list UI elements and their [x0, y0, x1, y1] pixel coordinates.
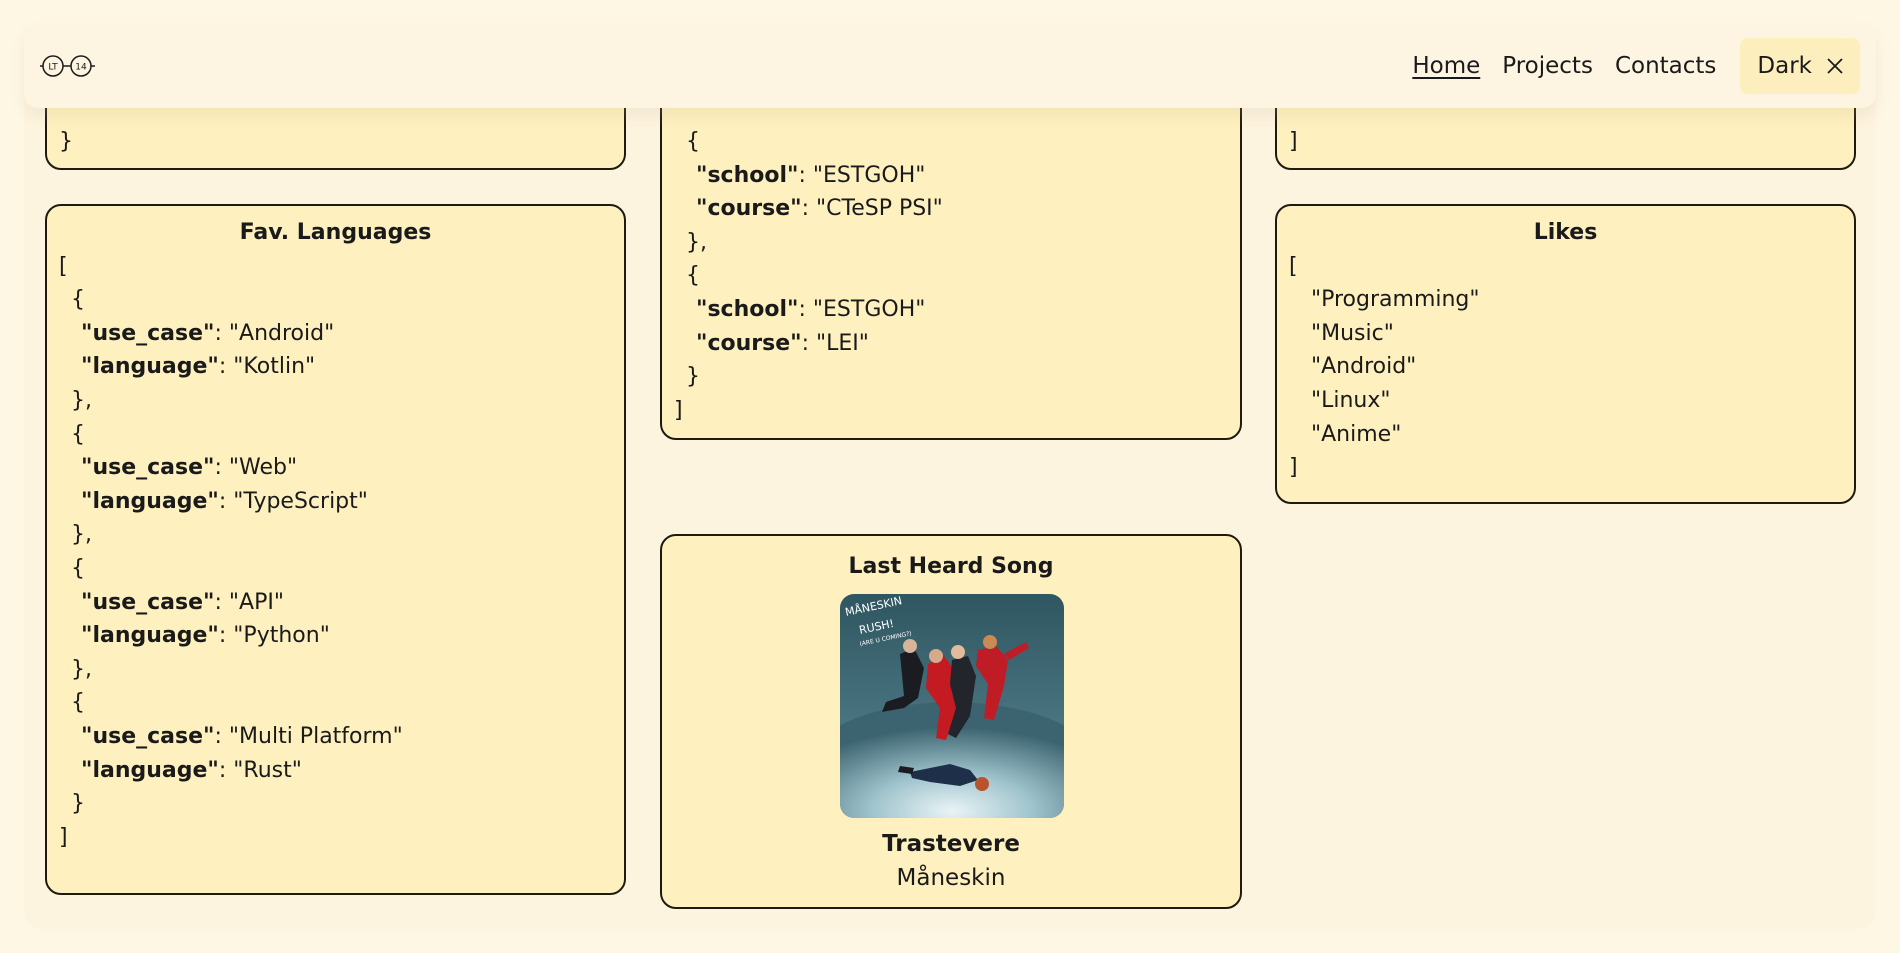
json-value: : "TypeScript" [218, 488, 368, 514]
likes-card: Likes [ "Programming" "Music" "Android" "Lin… [1275, 204, 1856, 504]
site-logo[interactable]: LT 14 [40, 54, 98, 78]
json-entry: "language": "Python" [47, 619, 624, 653]
json-entry: "course": "LEI" [662, 327, 1240, 361]
languages-lines: [{"use_case": "Android""language": "Kotl… [47, 250, 624, 855]
json-entry: "use_case": "Android" [47, 317, 624, 351]
json-line: { [71, 421, 85, 447]
top-right-card-fragment: ] [1289, 129, 1298, 154]
json-line: } [71, 791, 85, 817]
json-line: "Android" [1311, 354, 1417, 380]
json-line: { [686, 129, 700, 154]
json-line: }, [686, 229, 707, 255]
json-entry: "school": "ESTGOH" [662, 293, 1240, 327]
json-line: { [71, 555, 85, 581]
json-entry: "course": "CTeSP PSI" [662, 192, 1240, 226]
song-artist: Måneskin [896, 865, 1006, 891]
json-key: "language" [81, 757, 219, 783]
json-line: [ [1289, 253, 1298, 279]
nav-link-projects[interactable]: Projects [1502, 53, 1593, 79]
json-entry: "language": "Kotlin" [47, 350, 624, 384]
languages-card-title: Fav. Languages [239, 220, 432, 245]
json-key: "language" [81, 623, 219, 649]
logo-text-right: 14 [75, 63, 87, 73]
close-icon [1827, 58, 1843, 74]
theme-toggle-button[interactable]: Dark [1740, 38, 1860, 94]
song-card[interactable]: Last Heard Song MÅNESKIN RU [660, 534, 1242, 909]
json-entry: "use_case": "API" [47, 586, 624, 620]
json-value: : "LEI" [801, 330, 869, 356]
nav-link-home[interactable]: Home [1412, 53, 1481, 79]
json-key: "use_case" [81, 320, 215, 346]
json-key: "use_case" [81, 723, 215, 749]
json-key: "language" [81, 488, 219, 514]
likes-card-title: Likes [1533, 220, 1598, 245]
json-line: "Linux" [1311, 387, 1391, 413]
album-cover-image[interactable]: MÅNESKIN RUSH! (ARE U COMING?) [840, 594, 1064, 818]
json-line: ] [674, 397, 683, 423]
json-entry: "language": "Rust" [47, 754, 624, 788]
navbar: LT 14 Home Projects Contacts Dark [24, 24, 1876, 108]
json-line: "Programming" [1311, 287, 1480, 313]
json-value: : "CTeSP PSI" [801, 196, 943, 222]
education-lines: {"school": "ESTGOH""course": "CTeSP PSI"… [662, 125, 1240, 427]
json-value: : "ESTGOH" [798, 296, 926, 322]
json-key: "school" [696, 296, 799, 322]
json-value: : "Multi Platform" [214, 723, 403, 749]
nav-links: Home Projects Contacts Dark [1412, 38, 1860, 94]
theme-toggle-label: Dark [1757, 53, 1812, 79]
json-value: : "ESTGOH" [798, 162, 926, 188]
json-entry: "use_case": "Web" [47, 451, 624, 485]
json-value: : "Rust" [218, 757, 302, 783]
json-value: : "Web" [214, 455, 298, 481]
json-line: "Music" [1311, 320, 1394, 346]
json-entry: "use_case": "Multi Platform" [47, 720, 624, 754]
page-container: } {"school": "ESTGOH""course": "CTeSP PS… [24, 24, 1876, 929]
song-card-title: Last Heard Song [848, 554, 1054, 579]
album-cover-art: MÅNESKIN RUSH! (ARE U COMING?) [840, 594, 1064, 818]
json-line: }, [71, 656, 92, 682]
json-value: : "API" [214, 589, 284, 615]
json-line: } [686, 364, 700, 390]
json-line: [ [59, 253, 68, 279]
json-key: "course" [696, 330, 802, 356]
json-line: { [71, 287, 85, 313]
song-title: Trastevere [882, 831, 1020, 857]
nav-link-contacts[interactable]: Contacts [1614, 53, 1717, 79]
glasses-logo-icon: LT 14 [40, 55, 95, 77]
json-key: "school" [696, 162, 799, 188]
json-key: "language" [81, 354, 219, 380]
json-value: : "Android" [214, 320, 335, 346]
json-key: "use_case" [81, 455, 215, 481]
json-entry: "language": "TypeScript" [47, 485, 624, 519]
json-value: : "Python" [218, 623, 330, 649]
json-line: }, [71, 522, 92, 548]
json-line: "Anime" [1311, 421, 1402, 447]
json-key: "use_case" [81, 589, 215, 615]
json-key: "course" [696, 196, 802, 222]
json-entry: "school": "ESTGOH" [662, 159, 1240, 193]
education-card: {"school": "ESTGOH""course": "CTeSP PSI"… [660, 64, 1242, 440]
json-line: { [686, 263, 700, 289]
json-line: ] [59, 824, 68, 850]
top-left-card-fragment: } [59, 129, 73, 154]
json-line: }, [71, 387, 92, 413]
logo-text-left: LT [48, 63, 58, 73]
json-line: ] [1289, 455, 1298, 481]
likes-lines: [ "Programming" "Music" "Android" "Linux" "An… [1277, 250, 1854, 485]
json-value: : "Kotlin" [218, 354, 316, 380]
json-line: { [71, 690, 85, 716]
languages-card: Fav. Languages [{"use_case": "Android""l… [45, 204, 626, 895]
